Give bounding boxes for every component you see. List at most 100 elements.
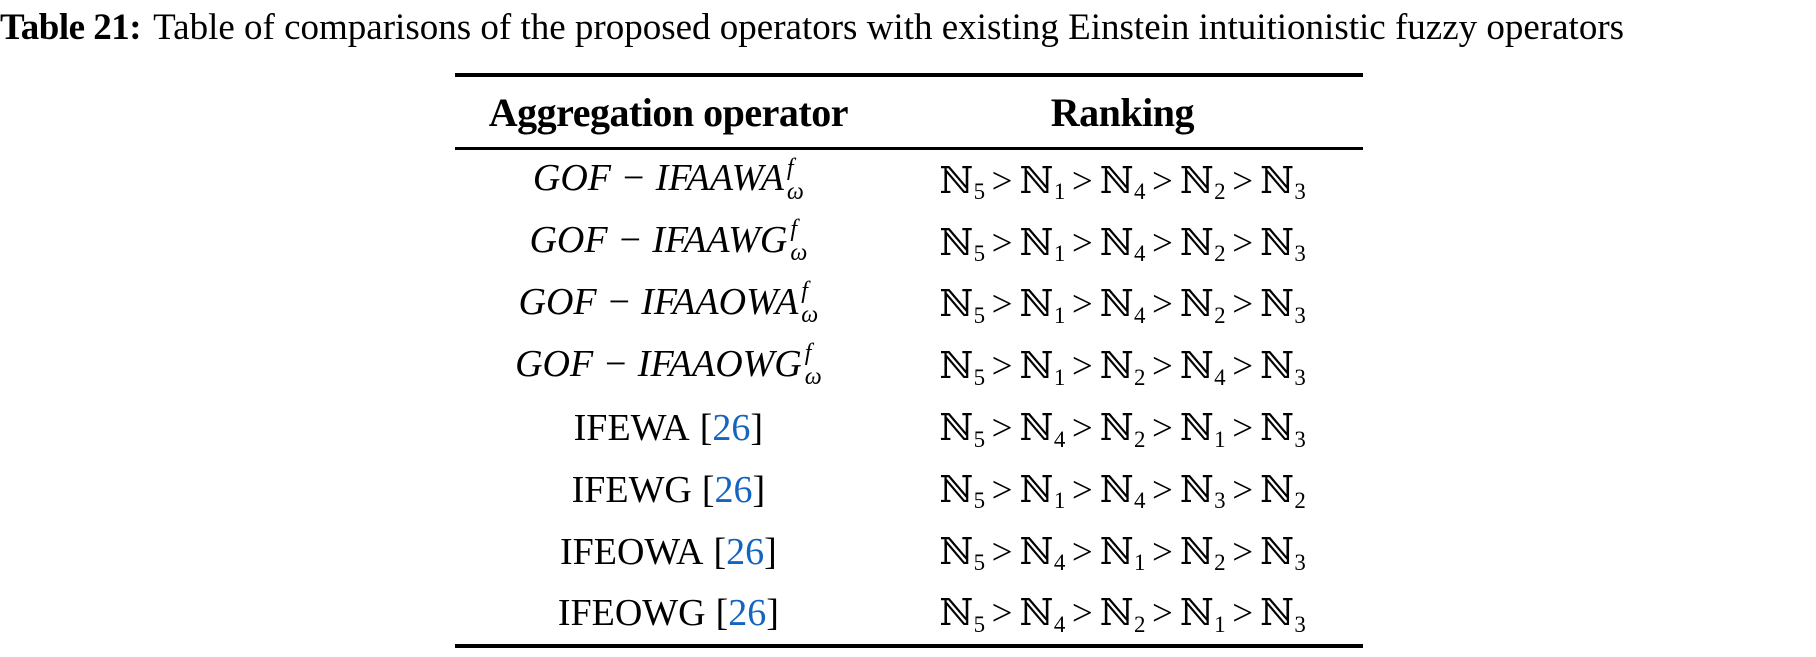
alternative-symbol: ℕ2 xyxy=(1099,408,1146,452)
greater-than-symbol: > xyxy=(991,222,1013,264)
operator-cell: IFEOWG[26] xyxy=(455,591,882,635)
alternative-symbol: ℕ3 xyxy=(1260,160,1306,205)
citation: [26] xyxy=(702,469,765,511)
operator-superscript: f xyxy=(804,339,812,366)
greater-than-symbol: > xyxy=(991,346,1013,388)
table-caption-text: Table of comparisons of the proposed ope… xyxy=(153,7,1625,48)
alternative-symbol: ℕ2 xyxy=(1179,284,1226,328)
alternative-symbol: ℕ1 xyxy=(1019,346,1066,390)
alternative-symbol: ℕ4 xyxy=(1099,284,1146,328)
greater-than-symbol: > xyxy=(1152,284,1173,326)
greater-than-symbol: > xyxy=(1152,160,1173,202)
greater-than-symbol: > xyxy=(1152,531,1173,573)
alternative-symbol: ℕ1 xyxy=(1099,531,1146,576)
operator-cell: IFEWG[26] xyxy=(455,468,882,512)
operator-name: GOF − IFAAWG xyxy=(529,219,788,262)
alternative-symbol: ℕ1 xyxy=(1179,408,1226,452)
operator-name: GOF − IFAAOWA xyxy=(518,280,799,323)
alternative-symbol: ℕ1 xyxy=(1019,222,1066,267)
alternative-symbol: ℕ2 xyxy=(1099,346,1146,390)
alternative-symbol: ℕ2 xyxy=(1099,593,1146,637)
alternative-symbol: ℕ5 xyxy=(939,408,986,452)
greater-than-symbol: > xyxy=(1071,469,1093,511)
operator-name: IFEWG xyxy=(571,468,692,511)
greater-than-symbol: > xyxy=(1071,160,1093,202)
greater-than-symbol: > xyxy=(1071,284,1093,326)
citation-link[interactable]: 26 xyxy=(728,592,767,635)
alternative-symbol: ℕ3 xyxy=(1179,469,1226,514)
column-header-aggregation-operator: Aggregation operator xyxy=(488,89,849,135)
alternative-symbol: ℕ5 xyxy=(939,531,986,576)
alternative-symbol: ℕ1 xyxy=(1019,469,1066,514)
alternative-symbol: ℕ5 xyxy=(939,160,986,205)
table-caption-label: Table 21: xyxy=(0,7,142,48)
alternative-symbol: ℕ4 xyxy=(1019,531,1066,576)
operator-name: GOF − IFAAOWG xyxy=(515,342,802,385)
table-row: IFEOWG[26] ℕ5>ℕ4>ℕ2>ℕ1>ℕ3 xyxy=(455,583,1363,645)
ranking-cell: ℕ5>ℕ4>ℕ2>ℕ1>ℕ3 xyxy=(882,591,1363,637)
operator-superscript: f xyxy=(790,216,797,243)
alternative-symbol: ℕ2 xyxy=(1179,160,1226,205)
citation-open-bracket: [ xyxy=(701,468,715,511)
alternative-symbol: ℕ4 xyxy=(1099,469,1146,514)
greater-than-symbol: > xyxy=(991,408,1013,450)
greater-than-symbol: > xyxy=(1152,346,1173,388)
citation-close-bracket: ] xyxy=(750,407,764,450)
alternative-symbol: ℕ3 xyxy=(1260,346,1306,390)
citation-link[interactable]: 26 xyxy=(712,407,751,450)
greater-than-symbol: > xyxy=(1152,222,1173,264)
operator-subscript: ω xyxy=(804,363,822,390)
alternative-symbol: ℕ1 xyxy=(1019,160,1066,205)
comparison-table: Aggregation operator Ranking GOF − IFAAW… xyxy=(455,73,1363,649)
alternative-symbol: ℕ3 xyxy=(1260,531,1306,576)
greater-than-symbol: > xyxy=(1152,408,1173,450)
greater-than-symbol: > xyxy=(1232,408,1254,450)
alternative-symbol: ℕ5 xyxy=(939,346,986,390)
operator-name: IFEOWG xyxy=(557,592,706,635)
greater-than-symbol: > xyxy=(1232,160,1254,202)
alternative-symbol: ℕ4 xyxy=(1179,346,1226,390)
operator-name: IFEOWA xyxy=(559,530,704,573)
ranking-cell: ℕ5>ℕ1>ℕ4>ℕ3>ℕ2 xyxy=(882,468,1363,514)
greater-than-symbol: > xyxy=(991,284,1013,326)
column-header-ranking: Ranking xyxy=(1050,89,1195,135)
greater-than-symbol: > xyxy=(1071,222,1093,264)
greater-than-symbol: > xyxy=(991,531,1013,573)
alternative-symbol: ℕ4 xyxy=(1099,160,1146,205)
greater-than-symbol: > xyxy=(991,593,1013,635)
operator-superscript: f xyxy=(801,278,808,305)
greater-than-symbol: > xyxy=(1232,531,1254,573)
ranking-cell: ℕ5>ℕ1>ℕ4>ℕ2>ℕ3 xyxy=(882,221,1363,267)
operator-subscript: ω xyxy=(790,240,808,267)
alternative-symbol: ℕ3 xyxy=(1260,593,1306,637)
alternative-symbol: ℕ5 xyxy=(939,284,986,328)
ranking-cell: ℕ5>ℕ1>ℕ4>ℕ2>ℕ3 xyxy=(882,282,1363,328)
alternative-symbol: ℕ1 xyxy=(1019,284,1066,328)
greater-than-symbol: > xyxy=(1232,222,1254,264)
alternative-symbol: ℕ3 xyxy=(1260,222,1306,267)
alternative-symbol: ℕ5 xyxy=(939,469,986,514)
citation-close-bracket: ] xyxy=(752,468,766,511)
operator-name: IFEWA xyxy=(573,407,690,450)
greater-than-symbol: > xyxy=(991,469,1013,511)
greater-than-symbol: > xyxy=(1232,469,1254,511)
ranking-cell: ℕ5>ℕ1>ℕ4>ℕ2>ℕ3 xyxy=(882,159,1363,205)
citation-link[interactable]: 26 xyxy=(726,530,765,573)
greater-than-symbol: > xyxy=(1071,346,1093,388)
table-top-rule xyxy=(455,73,1363,77)
citation-link[interactable]: 26 xyxy=(714,468,753,511)
alternative-symbol: ℕ2 xyxy=(1260,469,1306,514)
greater-than-symbol: > xyxy=(1071,593,1093,635)
citation: [26] xyxy=(713,531,776,573)
table-header-rule xyxy=(455,147,1363,150)
alternative-symbol: ℕ2 xyxy=(1179,222,1226,267)
table-caption: Table 21: Table of comparisons of the pro… xyxy=(0,4,1816,52)
